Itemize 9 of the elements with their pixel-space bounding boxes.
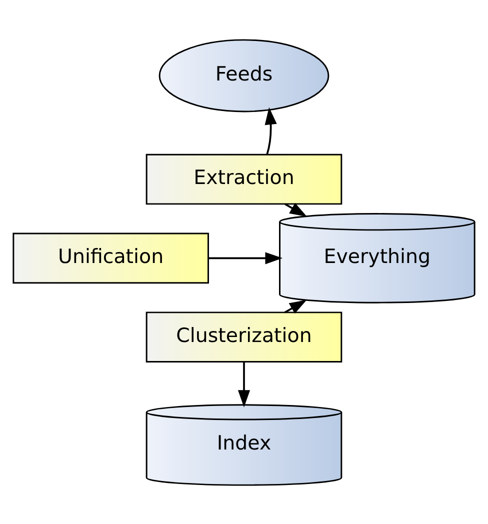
- node-box: Extraction: [146, 153, 342, 204]
- arrow: [208, 252, 283, 264]
- arrow: [284, 299, 307, 314]
- node-box: Clusterization: [146, 311, 342, 362]
- arrow: [284, 202, 308, 216]
- arrow: [264, 106, 277, 154]
- node-ellipse: Feeds: [158, 38, 330, 112]
- arrow: [238, 362, 250, 407]
- node-box: Unification: [12, 232, 209, 284]
